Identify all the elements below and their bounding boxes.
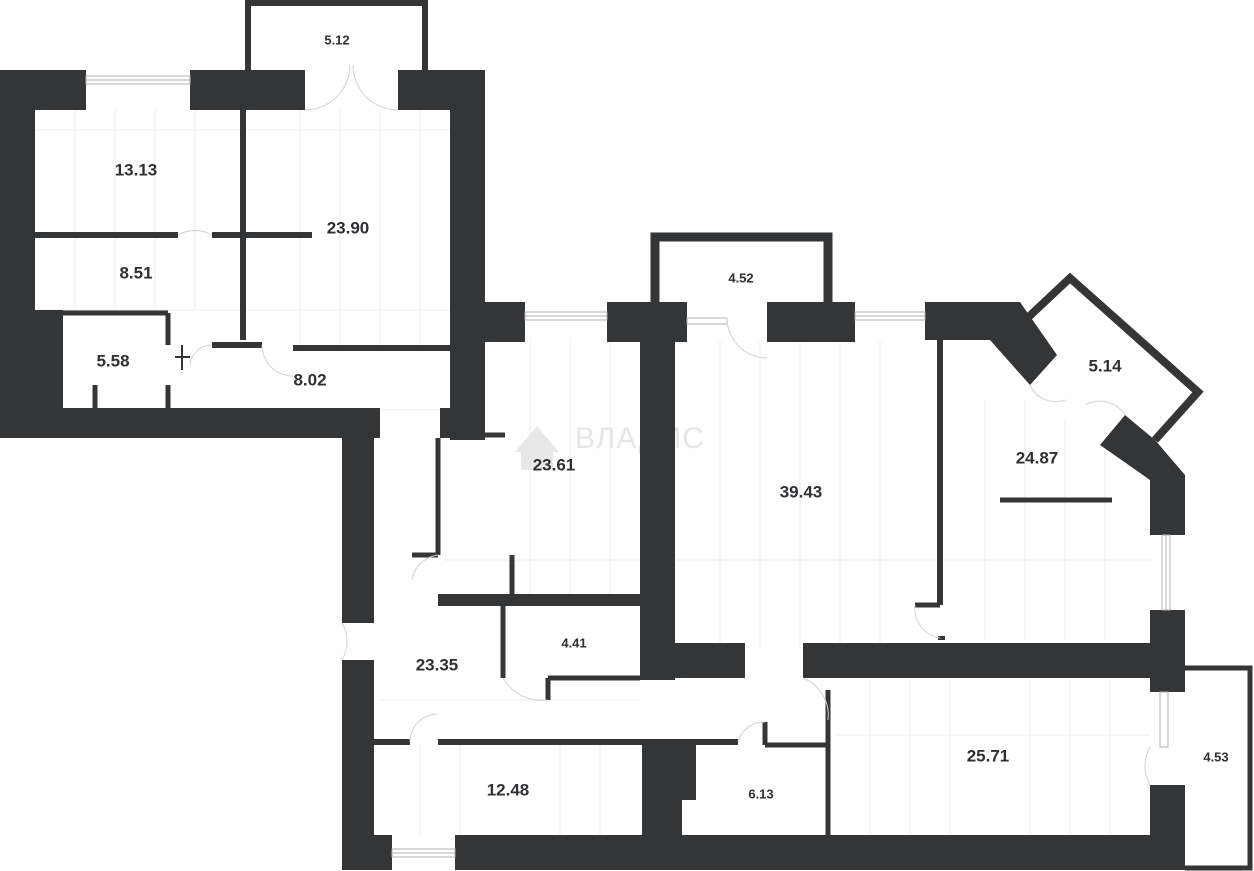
area-label: 5.58: [96, 351, 129, 370]
area-label: 4.53: [1203, 749, 1228, 764]
area-label: 23.35: [416, 655, 459, 674]
area-label: 25.71: [967, 746, 1010, 765]
room-labels: 5.12 13.13 23.90 8.51 5.58 8.02 4.52 5.1…: [96, 32, 1228, 801]
partitions: [35, 0, 1253, 871]
area-label: 23.61: [533, 455, 576, 474]
floor-boards: [35, 110, 1150, 835]
area-label: 24.87: [1016, 448, 1059, 467]
area-label: 4.52: [728, 270, 753, 285]
door-swings: [177, 64, 1151, 786]
area-label: 23.90: [327, 218, 370, 237]
area-label: 5.14: [1088, 356, 1122, 375]
walls: [0, 70, 1185, 870]
area-label: 4.41: [561, 635, 586, 650]
area-label: 12.48: [487, 780, 530, 799]
area-label: 39.43: [780, 482, 823, 501]
area-label: 8.51: [119, 263, 152, 282]
watermark-logo: ВЛАДИС: [515, 422, 705, 470]
house-icon: [515, 426, 559, 470]
watermark-text: ВЛАДИС: [575, 422, 705, 455]
area-label: 13.13: [115, 160, 158, 179]
area-label: 5.12: [324, 32, 349, 47]
area-label: 6.13: [748, 786, 773, 801]
area-label: 8.02: [293, 370, 326, 389]
